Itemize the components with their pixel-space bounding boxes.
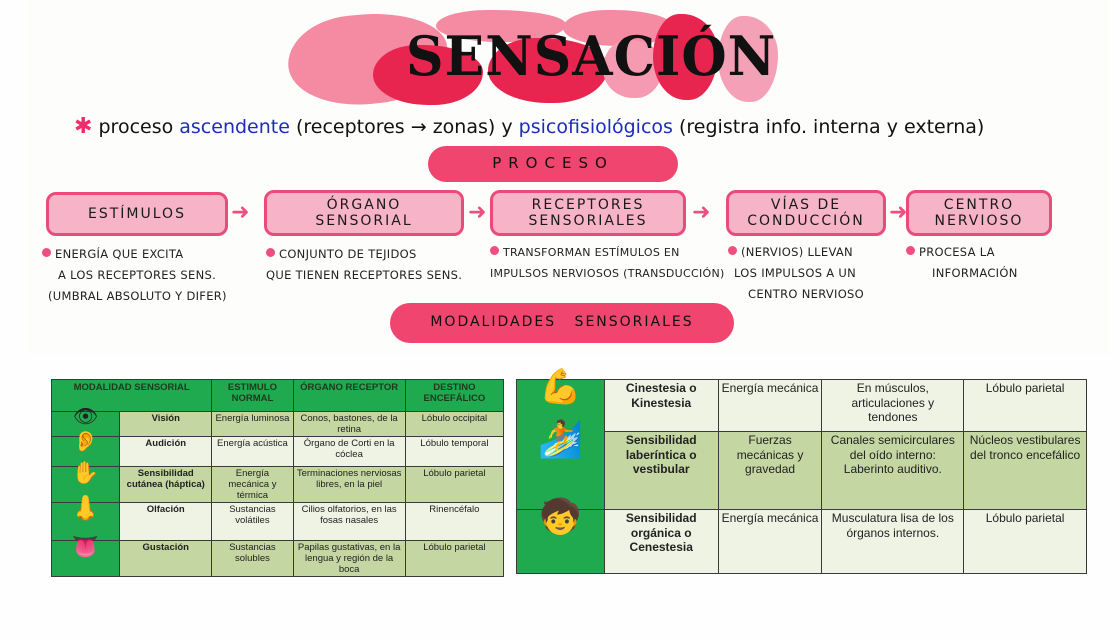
modalidades-banner: MODALIDADES SENSORIALES bbox=[390, 303, 734, 343]
note-centro-nervioso: PROCESA LA INFORMACIÓN bbox=[906, 242, 1018, 284]
balance-person-icon: 🏄 bbox=[537, 417, 583, 459]
table-row: 👅 Gustación Sustancias solubles Papilas … bbox=[50, 534, 505, 577]
hand-icon: ✋ bbox=[71, 460, 100, 485]
table-row: 👂 Audición Energía acústica Órgano de Co… bbox=[50, 431, 505, 467]
note-receptores-sensoriales: TRANSFORMAN ESTÍMULOS EN IMPULSOS NERVIO… bbox=[490, 246, 725, 280]
mouth-icon: 👅 bbox=[71, 534, 100, 559]
arm-muscle-icon: 💪 bbox=[539, 368, 582, 406]
sensory-modalities-table-2: 💪 Cinestesia o Kinestesia Energía mecáni… bbox=[516, 368, 1087, 574]
table-header-row: MODALIDAD SENSORIAL ESTIMULO NORMAL ÓRGA… bbox=[50, 379, 505, 412]
asterisk-icon: ✱ bbox=[74, 114, 93, 139]
note-organo-sensorial: CONJUNTO DE TEJIDOS QUE TIENEN RECEPTORE… bbox=[266, 247, 463, 282]
ascendente-term: ascendente bbox=[179, 116, 290, 138]
psicofisiologicos-term: psicofisiológicos bbox=[518, 116, 673, 138]
ear-icon: 👂 bbox=[73, 431, 99, 453]
flow-box-estimulos: ESTÍMULOS bbox=[46, 192, 228, 236]
child-stomach-icon: 🧒 bbox=[539, 498, 582, 536]
header-modalidad: MODALIDAD SENSORIAL bbox=[50, 379, 213, 412]
bullet-dot-icon bbox=[906, 246, 915, 255]
flow-box-organo-sensorial: ÓRGANO SENSORIAL bbox=[264, 190, 464, 236]
flow-box-vias-de-conduccion: VÍAS DE CONDUCCIÓN bbox=[726, 190, 886, 236]
arrow-right-icon: ➜ bbox=[468, 200, 487, 225]
flow-box-centro-nervioso: CENTRO NERVIOSO bbox=[906, 190, 1052, 236]
arrow-right-icon: ➜ bbox=[231, 200, 250, 225]
arrow-right-icon: ➜ bbox=[692, 200, 711, 225]
proceso-banner: PROCESO bbox=[428, 146, 678, 182]
note-vias-de-conduccion: (NERVIOS) LLEVAN LOS IMPULSOS A UN CENTR… bbox=[728, 242, 864, 305]
table-row: 🏄 Sensibilidad laberíntica o vestibular … bbox=[516, 417, 1087, 510]
sensory-modalities-table: MODALIDAD SENSORIAL ESTIMULO NORMAL ÓRGA… bbox=[50, 379, 505, 577]
arrow-right-icon: ➜ bbox=[889, 200, 908, 225]
bullet-dot-icon bbox=[490, 246, 499, 255]
table-row: 💪 Cinestesia o Kinestesia Energía mecáni… bbox=[516, 368, 1087, 432]
header-organo: ÓRGANO RECEPTOR bbox=[292, 379, 406, 412]
table-row: ✋ Sensibilidad cutánea (háptica) Energía… bbox=[50, 460, 505, 503]
nose-icon: 👃 bbox=[70, 495, 101, 522]
eye-icon: 👁 bbox=[72, 406, 99, 428]
intro-line: ✱ proceso ascendente (receptores → zonas… bbox=[74, 114, 985, 139]
bullet-dot-icon bbox=[42, 248, 51, 257]
table-row: 👁 Visión Energía luminosa Conos, bastone… bbox=[50, 406, 505, 437]
bullet-dot-icon bbox=[266, 248, 275, 257]
note-estimulos: ENERGÍA QUE EXCITA A LOS RECEPTORES SENS… bbox=[42, 244, 227, 307]
bullet-dot-icon bbox=[728, 246, 737, 255]
notes-sheet: SENSACIÓN ✱ proceso ascendente (receptor… bbox=[28, 0, 1110, 355]
flow-box-receptores-sensoriales: RECEPTORES SENSORIALES bbox=[490, 190, 686, 236]
header-estimulo: ESTIMULO NORMAL bbox=[211, 379, 294, 412]
table-row: 👃 Olfación Sustancias volátiles Cilios o… bbox=[50, 495, 505, 541]
header-destino: DESTINO ENCEFÁLICO bbox=[404, 379, 505, 412]
page-title: SENSACIÓN bbox=[406, 24, 777, 89]
table-row: 🧒 Sensibilidad orgánica o Cenestesia Ene… bbox=[516, 498, 1087, 574]
